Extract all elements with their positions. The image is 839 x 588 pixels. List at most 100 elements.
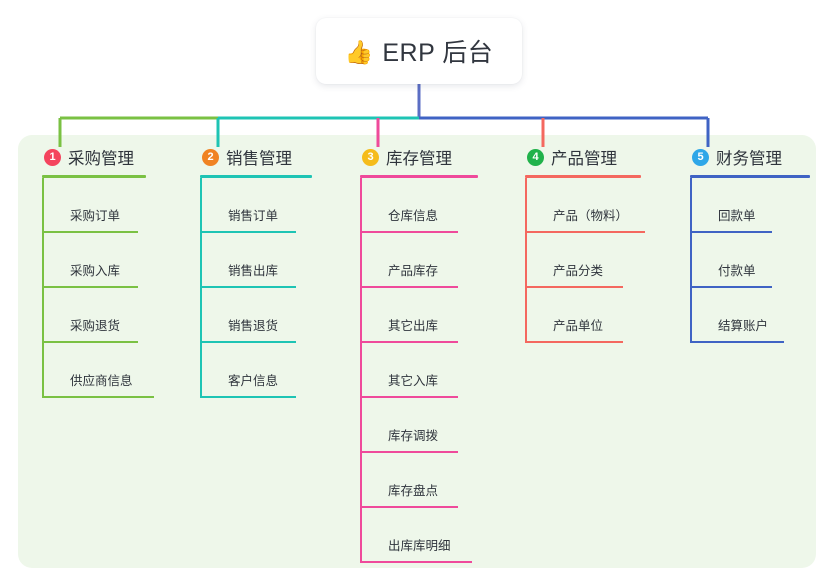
module-item[interactable]: 销售出库 [200,233,312,288]
thumbs-up-icon: 👍 [344,38,374,65]
module-item-label: 其它出库 [388,319,439,333]
module-item[interactable]: 产品（物料） [525,178,645,233]
module-column-4: 4 产品管理产品（物料） 产品分类产品单位 [525,144,645,343]
module-item-label: 库存盘点 [388,484,439,498]
module-item-underline [362,451,458,453]
module-title-2: 销售管理 [226,150,292,168]
module-item-underline [527,231,645,233]
module-column-2: 2 销售管理销售订单销售出库销售退货客户信息 [200,144,312,398]
module-title-1: 采购管理 [68,150,134,168]
module-items-1: 采购订单采购入库采购退货供应商信息 [42,178,154,398]
module-item[interactable]: 销售退货 [200,288,312,343]
module-item-underline [692,231,772,233]
module-item-label: 采购订单 [70,209,121,223]
module-item[interactable]: 其它入库 [360,343,478,398]
module-item-underline [44,396,154,398]
root-title-text: ERP 后台 [382,39,494,67]
module-item[interactable]: 产品库存 [360,233,478,288]
module-item-label: 回款单 [718,209,756,223]
module-item[interactable]: 采购入库 [42,233,146,288]
module-item[interactable]: 销售订单 [200,178,312,233]
module-items-5: 回款单付款单结算账户 [690,178,810,343]
module-badge-5: 5 [692,148,709,166]
module-title-3: 库存管理 [386,150,452,168]
module-item-underline [527,341,623,343]
module-item[interactable]: 库存盘点 [360,453,478,508]
module-item-label: 产品分类 [553,264,604,278]
module-item-underline [692,286,772,288]
module-item-underline [362,231,458,233]
module-item[interactable]: 仓库信息 [360,178,478,233]
module-badge-2: 2 [202,148,219,166]
module-item-label: 供应商信息 [70,374,133,388]
module-item-underline [202,341,296,343]
module-item[interactable]: 库存调拨 [360,398,478,453]
module-item[interactable]: 客户信息 [200,343,312,398]
module-item-label: 销售退货 [228,319,279,333]
module-items-2: 销售订单销售出库销售退货客户信息 [200,178,312,398]
module-item-label: 库存调拨 [388,429,439,443]
module-item-label: 其它入库 [388,374,439,388]
modules-panel [18,135,816,568]
root-title-inner: 👍 ERP 后台 [345,33,494,69]
module-item[interactable]: 回款单 [690,178,810,233]
module-items-4: 产品（物料） 产品分类产品单位 [525,178,645,343]
module-item-underline [362,286,458,288]
module-item-underline [44,286,138,288]
module-item-label: 产品单位 [553,319,604,333]
module-column-3: 3 库存管理仓库信息产品库存其它出库其它入库库存调拨库存盘点出库库明细 [360,144,478,563]
root-title-card[interactable]: 👍 ERP 后台 [316,18,522,84]
module-item-underline [202,286,296,288]
module-item-label: 销售出库 [228,264,279,278]
module-header-3[interactable]: 3 库存管理 [360,144,478,170]
module-title-5: 财务管理 [716,150,782,168]
module-underline-2 [200,175,312,178]
module-item-underline [44,231,138,233]
module-badge-3: 3 [362,148,379,166]
module-item[interactable]: 采购退货 [42,288,146,343]
module-header-1[interactable]: 1 采购管理 [42,144,146,170]
module-items-3: 仓库信息产品库存其它出库其它入库库存调拨库存盘点出库库明细 [360,178,478,563]
module-item[interactable]: 结算账户 [690,288,810,343]
module-item-label: 采购入库 [70,264,121,278]
module-item[interactable]: 付款单 [690,233,810,288]
module-item-label: 仓库信息 [388,209,439,223]
module-column-5: 5 财务管理回款单付款单结算账户 [690,144,810,343]
module-item[interactable]: 出库库明细 [360,508,478,563]
module-item[interactable]: 采购订单 [42,178,146,233]
module-column-1: 1 采购管理采购订单采购入库采购退货供应商信息 [42,144,154,398]
module-header-2[interactable]: 2 销售管理 [200,144,312,170]
module-spine-4 [525,178,527,343]
module-item-underline [44,341,138,343]
module-underline-4 [525,175,641,178]
module-item[interactable]: 产品单位 [525,288,641,343]
module-item-label: 出库库明细 [388,539,451,553]
module-underline-1 [42,175,146,178]
module-item-label: 采购退货 [70,319,121,333]
module-item-underline [362,506,458,508]
module-badge-4: 4 [527,148,544,166]
module-item-underline [527,286,623,288]
module-title-4: 产品管理 [551,150,617,168]
module-item-label: 产品库存 [388,264,439,278]
module-item-label: 付款单 [718,264,756,278]
module-item-label: 销售订单 [228,209,279,223]
module-item-label: 产品（物料） [553,209,629,223]
module-item-underline [362,341,458,343]
module-underline-5 [690,175,810,178]
module-item-underline [692,341,784,343]
module-item-underline [362,561,472,563]
module-badge-1: 1 [44,148,61,166]
module-item[interactable]: 供应商信息 [42,343,154,398]
module-item[interactable]: 其它出库 [360,288,478,343]
module-item-underline [202,231,296,233]
module-header-4[interactable]: 4 产品管理 [525,144,641,170]
module-item-label: 结算账户 [718,319,769,333]
module-header-5[interactable]: 5 财务管理 [690,144,810,170]
module-item-underline [362,396,458,398]
module-item[interactable]: 产品分类 [525,233,641,288]
module-spine-3 [360,178,362,563]
module-underline-3 [360,175,478,178]
module-spine-5 [690,178,692,343]
